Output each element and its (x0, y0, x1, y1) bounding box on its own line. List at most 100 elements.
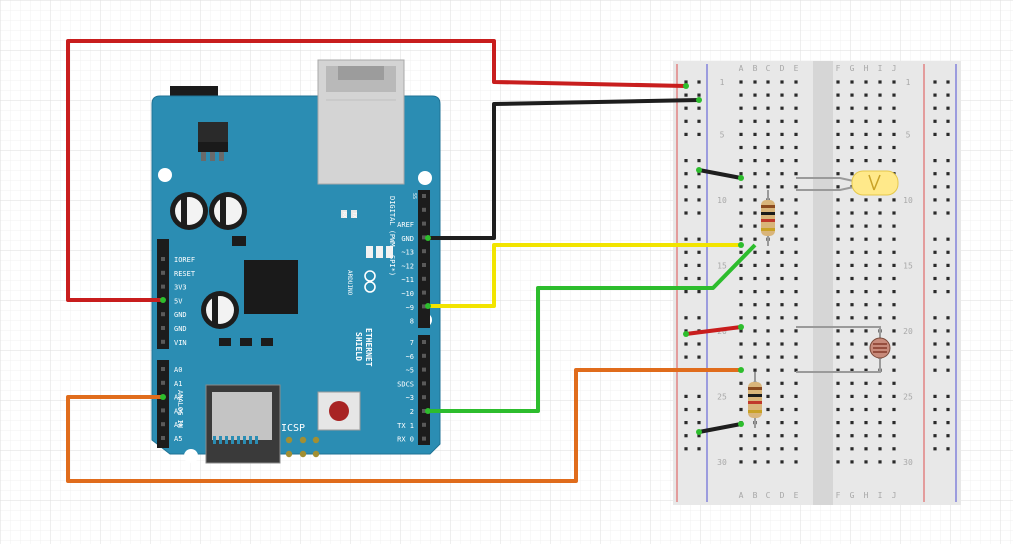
column-letter: F (836, 64, 841, 73)
header-pin (422, 276, 426, 281)
breadboard-hole (766, 394, 770, 398)
breadboard-hole (878, 145, 882, 150)
rail-hole (684, 93, 688, 97)
breadboard-hole (794, 80, 798, 84)
row-number: 30 (903, 458, 913, 467)
breadboard-hole (892, 224, 896, 228)
breadboard-hole (780, 80, 784, 84)
wire-orange-a2 (66, 368, 741, 483)
breadboard-hole (878, 407, 882, 412)
breadboard-hole (878, 119, 882, 123)
breadboard-hole (850, 106, 854, 110)
breadboard-hole (892, 263, 896, 267)
rail-hole (697, 407, 701, 412)
breadboard-hole (794, 329, 798, 333)
breadboard-hole (780, 237, 784, 241)
wire-yellow-pin9 (428, 243, 741, 308)
breadboard-hole (892, 250, 896, 254)
column-letter: F (836, 491, 841, 500)
breadboard-hole (864, 342, 868, 346)
digital-pin-label: ~11 (401, 276, 414, 284)
digital-pin-label: ~12 (401, 262, 414, 270)
rail-hole (933, 355, 937, 359)
row-number: 1 (720, 78, 725, 87)
header-pin (422, 235, 426, 240)
breadboard-hole (794, 394, 798, 398)
breadboard-hole (739, 460, 743, 464)
breadboard-hole (878, 106, 882, 110)
row-number: 5 (906, 130, 911, 139)
jumper-wire-black (697, 422, 743, 434)
breadboard-hole (836, 172, 840, 176)
rail-hole (684, 355, 688, 359)
column-letter: G (850, 491, 855, 500)
reset-button-cap (329, 401, 349, 421)
breadboard-hole (766, 290, 770, 294)
breadboard-hole (850, 250, 854, 254)
breadboard-hole (836, 329, 840, 333)
column-letter: B (753, 64, 758, 73)
digital-pin-label: RX 0 (397, 436, 414, 444)
breadboard-hole (753, 172, 757, 176)
regulator-leg (219, 152, 224, 161)
rail-hole (946, 342, 950, 346)
breadboard-hole (780, 172, 784, 176)
breadboard-hole (836, 447, 840, 451)
breadboard-hole (753, 316, 757, 320)
breadboard-hole (766, 303, 770, 307)
voltage-regulator-base (198, 142, 228, 152)
breadboard-hole (794, 342, 798, 346)
rail-hole (697, 290, 701, 294)
breadboard-hole (850, 211, 854, 215)
breadboard-hole (780, 224, 784, 228)
rail-hole (933, 434, 937, 438)
analog-in-label: ANALOG IN (176, 390, 184, 428)
breadboard-hole (850, 368, 854, 372)
rail-hole (697, 276, 701, 281)
column-letter: D (780, 64, 785, 73)
photoresistor (796, 326, 891, 373)
rail-hole (697, 421, 701, 425)
rail-hole (946, 198, 950, 202)
breadboard-hole (794, 159, 798, 163)
breadboard-hole (836, 421, 840, 425)
breadboard-hole (753, 290, 757, 294)
column-letter: A (739, 491, 744, 500)
breadboard-hole (739, 355, 743, 359)
breadboard-hole (794, 447, 798, 451)
breadboard-hole (892, 145, 896, 150)
header-pin (422, 263, 426, 267)
header-pin (161, 422, 165, 427)
rail-hole (946, 132, 950, 136)
breadboard-hole (753, 355, 757, 359)
breadboard-hole (836, 368, 840, 372)
header-pin (422, 353, 426, 358)
analog-pin-label: A0 (174, 366, 182, 374)
breadboard-hole (850, 224, 854, 228)
breadboard-hole (850, 237, 854, 241)
breadboard-hole (794, 106, 798, 110)
breadboard-hole (739, 185, 743, 189)
digital-pin-label: 2 (410, 408, 414, 416)
breadboard-hole (766, 368, 770, 372)
rail-hole (933, 211, 937, 215)
wire-red-5v (66, 39, 687, 302)
mounting-hole (158, 168, 172, 182)
breadboard-hole (836, 211, 840, 215)
breadboard-hole (766, 447, 770, 451)
arduino-logo (364, 270, 376, 293)
header-pin (422, 395, 426, 400)
breadboard-hole (850, 355, 854, 359)
board-name-top: ETHERNET (364, 328, 373, 367)
breadboard-hole (794, 145, 798, 150)
breadboard-hole (739, 407, 743, 412)
breadboard-hole (878, 211, 882, 215)
breadboard-hole (780, 119, 784, 123)
breadboard-hole (864, 198, 868, 202)
breadboard-hole (766, 119, 770, 123)
rail-hole (946, 250, 950, 254)
rail-hole (697, 80, 701, 84)
power-pin-label: IOREF (174, 256, 195, 264)
